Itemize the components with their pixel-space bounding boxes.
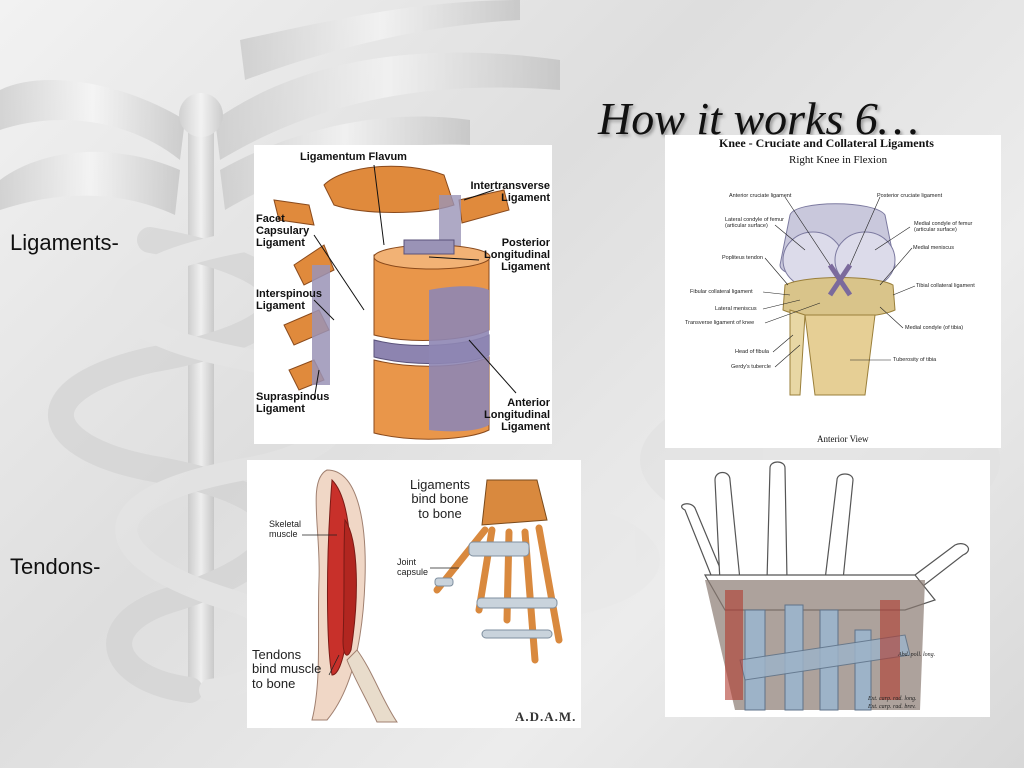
label-line: Medial condyle of femur (914, 221, 973, 227)
arm-illustration-icon (302, 469, 563, 723)
label-line: to bone (418, 505, 462, 521)
label-tuberosity-tibia: Tuberosity of tibia (893, 357, 937, 363)
label-line: Skeletal (269, 519, 302, 529)
label-ligamentum-flavum: Ligamentum Flavum (300, 151, 407, 163)
label-anterior-longitudinal: Anterior Longitudinal Ligament (484, 397, 550, 433)
label-lateral-meniscus: Lateral meniscus (715, 306, 757, 312)
label-medial-condyle-tibia: Medial condyle (of tibia) (905, 325, 964, 331)
label-anterior-cruciate: Anterior cruciate ligament (729, 193, 792, 199)
label-ext-carp-rad-brev: Ext. carp. rad. brev. (868, 704, 916, 710)
knee-footer: Anterior View (817, 434, 869, 444)
label-popliteus-tendon: Popliteus tendon (722, 255, 763, 261)
knee-ligaments-figure: Knee - Cruciate and Collateral Ligaments… (665, 135, 1001, 448)
knee-illustration-icon (762, 196, 916, 396)
label-supraspinous: Supraspinous Ligament (256, 391, 329, 415)
label-line: Ligament (501, 192, 550, 205)
hand-tendons-figure: Abd. poll. long. Ext. carp. rad. long. E… (665, 460, 990, 717)
label-joint-capsule: Joint capsule (397, 557, 429, 578)
label-medial-condyle-femur: Medial condyle of femur (articular surfa… (914, 221, 972, 233)
label-line: Ligament (256, 237, 305, 250)
label-line: (articular surface) (914, 227, 957, 234)
label-abd-poll-long: Abd. poll. long. (898, 652, 936, 658)
adam-logo: A.D.A.M. (515, 709, 577, 724)
label-fibular-collateral: Fibular collateral ligament (690, 289, 753, 295)
label-line: to bone (252, 675, 296, 691)
spine-illustration-icon (273, 164, 517, 440)
label-line: Supraspinous (256, 391, 330, 403)
label-line: Lateral condyle of femur (725, 217, 785, 223)
label-line: Capsulary (256, 225, 310, 238)
label-posterior-longitudinal: Posterior Longitudinal Ligament (484, 237, 550, 273)
label-line: Ligaments (410, 477, 470, 492)
label-line: Ligament (501, 421, 550, 434)
knee-subtitle: Right Knee in Flexion (789, 154, 888, 166)
label-head-of-fibula: Head of fibula (735, 349, 769, 355)
label-tendons-bind-muscle: Tendons bind muscle to bone (252, 647, 322, 691)
label-line: bind bone (411, 491, 469, 507)
label-line: Ligament (256, 403, 305, 416)
label-line: Ligament (501, 261, 550, 274)
label-line: bind muscle (252, 661, 322, 677)
tendons-label: Tendons- (10, 554, 101, 579)
tendons-ligaments-figure: Ligaments bind bone to bone Skeletal mus… (247, 460, 581, 728)
spine-ligaments-figure: Ligamentum Flavum Intertransverse Ligame… (254, 145, 552, 444)
label-line: muscle (269, 528, 298, 539)
hand-illustration-icon (681, 461, 969, 711)
label-line: Longitudinal (484, 409, 550, 422)
label-lateral-condyle: Lateral condyle of femur (articular surf… (725, 217, 784, 229)
label-line: Longitudinal (484, 249, 550, 262)
label-medial-meniscus: Medial meniscus (913, 245, 954, 251)
label-line: Joint (397, 557, 417, 567)
label-facet-capsulary: Facet Capsulary Ligament (256, 213, 309, 249)
label-tibial-collateral: Tibial collateral ligament (916, 283, 975, 289)
label-line: Intertransverse (470, 180, 551, 192)
label-line: Tendons (252, 647, 302, 662)
knee-title: Knee - Cruciate and Collateral Ligaments (719, 136, 934, 150)
label-skeletal-muscle: Skeletal muscle (269, 519, 302, 540)
label-intertransverse: Intertransverse Ligament (471, 180, 551, 204)
label-line: Facet (256, 213, 285, 225)
label-line: (articular surface) (725, 223, 768, 230)
ligaments-label: Ligaments- (10, 230, 119, 255)
label-ext-carp-rad-long: Ext. carp. rad. long. (868, 696, 917, 702)
label-gerdys-tubercle: Gerdy's tubercle (731, 364, 771, 370)
label-line: Anterior (507, 397, 550, 409)
label-ligaments-bind-bone: Ligaments bind bone to bone (410, 477, 470, 521)
label-posterior-cruciate: Posterior cruciate ligament (877, 193, 943, 199)
label-transverse-ligament: Transverse ligament of knee (685, 320, 755, 326)
label-line: Interspinous (256, 288, 323, 300)
label-interspinous: Interspinous Ligament (256, 288, 322, 312)
label-line: Posterior (501, 237, 550, 249)
label-line: capsule (397, 566, 429, 577)
label-line: Ligament (256, 300, 305, 313)
